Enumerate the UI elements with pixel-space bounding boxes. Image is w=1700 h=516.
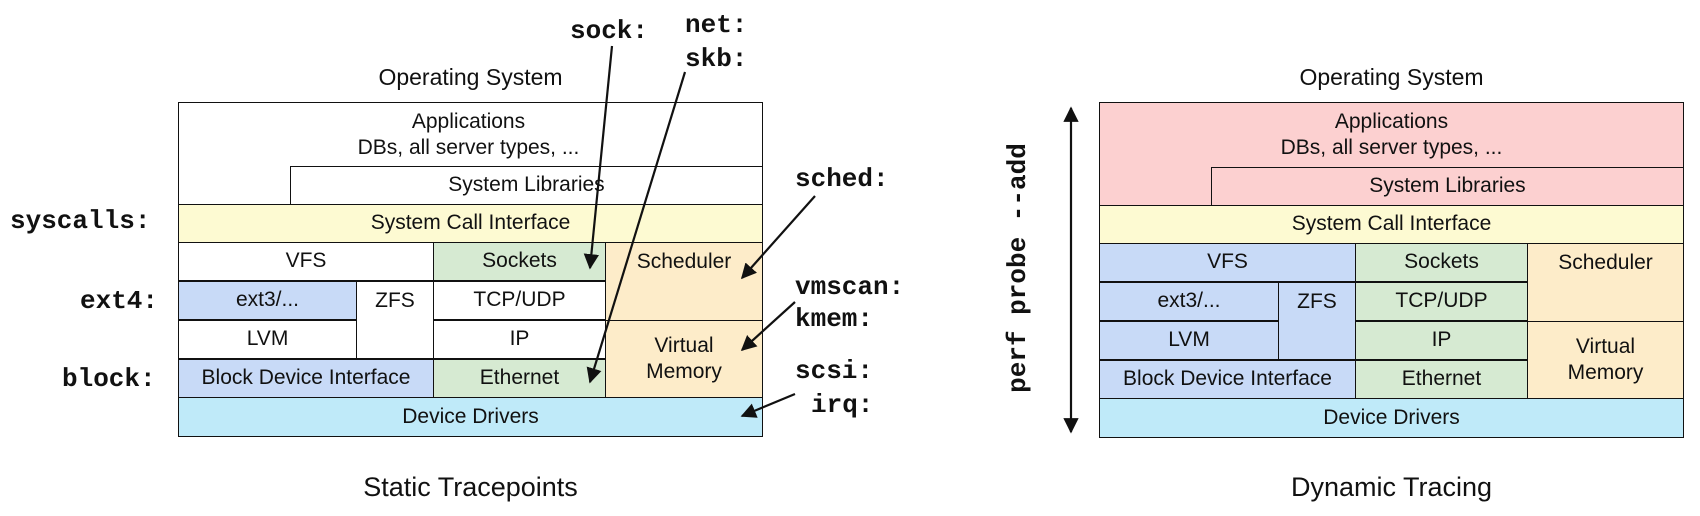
dynamic-vfs-label: VFS [1207,250,1248,274]
tracepoint-kmem: kmem: [795,304,874,334]
dynamic-scheduler-box: Scheduler [1527,243,1684,322]
static-ethernet-label: Ethernet [479,366,560,390]
dynamic-ext3-label: ext3/... [1157,289,1221,313]
dynamic-syscall-interface-box: System Call Interface [1099,205,1684,244]
static-os-title: Operating System [378,64,563,90]
dynamic-system-libraries-box: System Libraries [1211,167,1684,206]
static-virtual-memory-text: Virtual Memory [646,333,722,386]
dynamic-os-title: Operating System [1299,64,1484,90]
dynamic-applications-label: Applications [1334,110,1449,133]
vmscan-kmem-arrow [740,301,796,352]
dynamic-tcp-udp-label: TCP/UDP [1395,289,1488,313]
tracepoint-ext4: ext4: [80,286,159,316]
static-ext3-label: ext3/... [235,288,300,312]
dynamic-ip-box: IP [1355,321,1528,360]
static-virtual-memory-line2: Memory [646,360,722,383]
scsi-irq-arrow [740,392,796,418]
static-caption: Static Tracepoints [363,472,578,502]
static-tcp-udp-box: TCP/UDP [433,281,606,320]
static-lvm-box: LVM [178,320,357,359]
static-lvm-label: LVM [246,327,289,351]
tracepoint-scsi: scsi: [795,356,874,386]
tracepoint-skb: skb: [685,44,748,74]
dynamic-virtual-memory-line2: Memory [1567,361,1644,384]
static-applications-sublabel: DBs, all server types, ... [357,136,580,160]
sock-arrow [583,45,614,270]
static-scheduler-label: Scheduler [636,250,732,273]
dynamic-virtual-memory-box: Virtual Memory [1527,321,1684,399]
static-syscall-interface-label: System Call Interface [370,211,571,235]
static-virtual-memory-line1: Virtual [654,333,714,357]
static-ip-label: IP [509,327,530,351]
dynamic-device-drivers-box: Device Drivers [1099,398,1684,438]
dynamic-lvm-label: LVM [1168,328,1210,352]
static-zfs-box: ZFS [356,281,434,359]
static-system-libraries-label: System Libraries [448,173,605,197]
static-block-device-interface-label: Block Device Interface [201,366,411,390]
dynamic-virtual-memory-text: Virtual Memory [1568,334,1644,387]
net-skb-arrow [586,71,687,384]
dynamic-ethernet-label: Ethernet [1401,367,1482,391]
dynamic-zfs-box: ZFS [1278,282,1356,360]
tracepoint-irq: irq: [811,390,874,420]
sched-arrow [740,195,816,280]
tracepoint-syscalls: syscalls: [10,206,151,236]
dynamic-ip-label: IP [1431,328,1452,352]
static-zfs-label: ZFS [375,289,415,312]
dynamic-lvm-box: LVM [1099,321,1279,360]
dynamic-syscall-interface-label: System Call Interface [1291,212,1492,236]
static-block-device-interface-box: Block Device Interface [178,359,434,398]
tracepoint-net: net: [685,10,748,40]
dynamic-tcp-udp-box: TCP/UDP [1355,282,1528,321]
dynamic-caption: Dynamic Tracing [1290,472,1493,502]
dynamic-block-device-interface-label: Block Device Interface [1123,367,1332,391]
tracepoint-vmscan: vmscan: [795,272,905,302]
dynamic-system-libraries-label: System Libraries [1369,174,1526,198]
dynamic-vfs-box: VFS [1099,243,1356,282]
dynamic-applications-sublabel: DBs, all server types, ... [1280,136,1503,160]
perf-probe-label: perf probe --add [1003,143,1033,393]
static-device-drivers-box: Device Drivers [178,397,763,437]
static-syscall-interface-box: System Call Interface [178,204,763,243]
static-sockets-box: Sockets [433,242,606,281]
dynamic-zfs-label: ZFS [1297,290,1337,313]
dynamic-block-device-interface-box: Block Device Interface [1099,360,1356,399]
static-sockets-label: Sockets [482,249,557,273]
dynamic-virtual-memory-line1: Virtual [1575,334,1636,358]
tracepoint-sched: sched: [795,164,889,194]
static-system-libraries-box: System Libraries [290,166,763,205]
static-applications-text: Applications DBs, all server types, ... [358,109,580,162]
dynamic-sockets-label: Sockets [1404,250,1479,274]
tracepoint-block: block: [62,364,156,394]
dynamic-ethernet-box: Ethernet [1355,360,1528,399]
dynamic-device-drivers-label: Device Drivers [1323,405,1460,429]
static-ext3-box: ext3/... [178,281,357,320]
static-applications-label: Applications [411,110,526,133]
static-tcp-udp-label: TCP/UDP [473,288,566,312]
dynamic-ext3-box: ext3/... [1099,282,1279,321]
dynamic-sockets-box: Sockets [1355,243,1528,282]
dynamic-scheduler-label: Scheduler [1558,251,1653,274]
dynamic-applications-text: Applications DBs, all server types, ... [1281,109,1503,162]
static-device-drivers-label: Device Drivers [402,404,539,428]
tracepoint-sock: sock: [570,16,649,46]
static-vfs-box: VFS [178,242,434,281]
static-vfs-label: VFS [285,249,327,273]
